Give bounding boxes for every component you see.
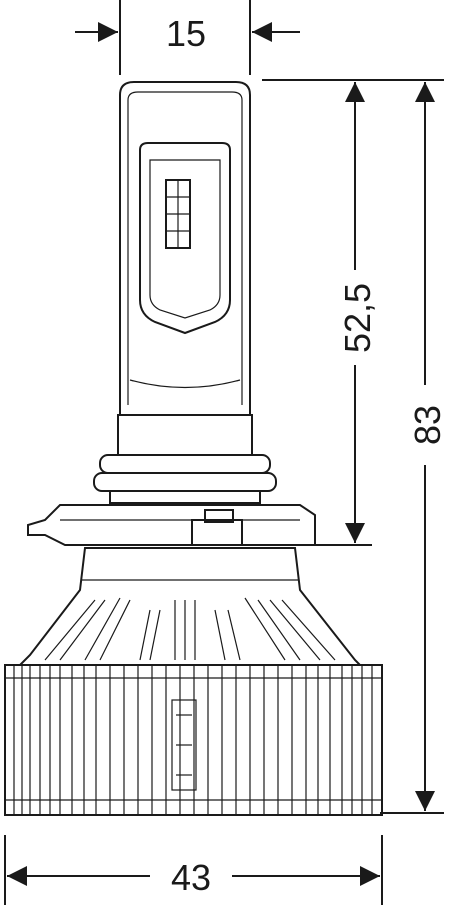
- fin-lines: [13, 665, 373, 815]
- dimension-label-upper: 52,5: [337, 283, 378, 353]
- bulb-head: [119, 81, 251, 416]
- dimension-label-top: 15: [166, 13, 206, 54]
- led-recess: [139, 142, 231, 335]
- dimension-bottom-width: 43: [4, 835, 383, 905]
- dimension-upper-height: 52,5: [262, 79, 444, 546]
- flange-tab: [191, 519, 243, 546]
- dimension-label-bottom: 43: [171, 857, 211, 898]
- bulb-base: [27, 414, 316, 546]
- heat-sink: [4, 547, 383, 816]
- dimension-total-height: 83: [380, 82, 448, 814]
- dimension-top-width: 15: [75, 0, 300, 75]
- dimension-label-total: 83: [407, 405, 448, 445]
- locking-flange: [27, 504, 316, 546]
